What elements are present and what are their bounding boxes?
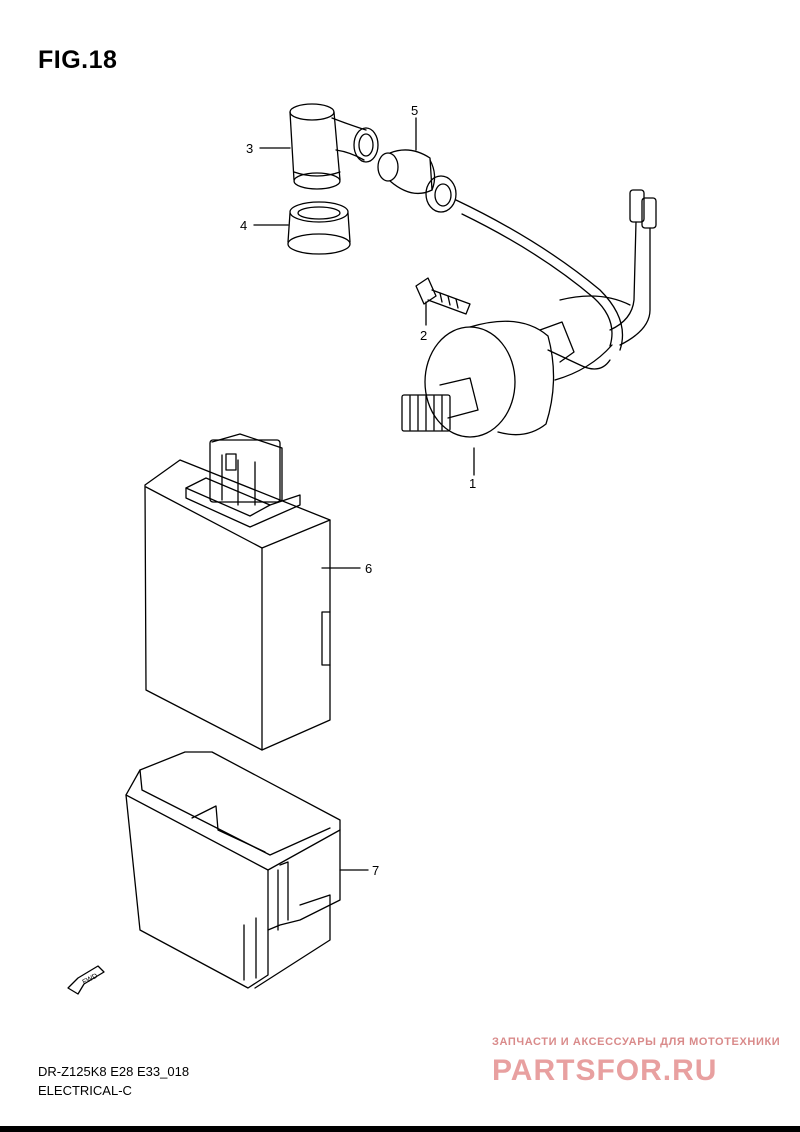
watermark-logo: PARTSFOR.RU: [492, 1054, 717, 1087]
part-1-ignition-coil: [401, 320, 613, 438]
footer-model: DR-Z125K8 E28 E33_018: [38, 1064, 190, 1079]
fwd-arrow: [67, 965, 105, 995]
footer-section: ELECTRICAL-C: [38, 1083, 132, 1098]
part-5-seal: [377, 149, 457, 213]
part-6-cdi-unit: [144, 433, 331, 751]
callout-3: 3: [246, 141, 253, 156]
callout-6: 6: [365, 561, 372, 576]
part-2-bolt: [415, 277, 471, 315]
watermark-tagline: ЗАПЧАСТИ И АКСЕССУАРЫ ДЛЯ МОТОТЕХНИКИ: [492, 1036, 781, 1048]
callout-5: 5: [411, 103, 418, 118]
bottom-border: [0, 1126, 800, 1132]
ht-cable: [455, 199, 624, 351]
figure-title: FIG.18: [38, 46, 118, 74]
callout-2: 2: [420, 328, 427, 343]
callout-7: 7: [372, 863, 379, 878]
watermark-logo-text: PARTSFOR.RU: [492, 1054, 717, 1087]
part-7-case: [125, 751, 341, 989]
callout-1: 1: [469, 476, 476, 491]
part-4-ring: [287, 201, 351, 255]
part-3-plug-cap: [289, 103, 379, 190]
callout-4: 4: [240, 218, 247, 233]
wire-connector: [559, 189, 657, 346]
